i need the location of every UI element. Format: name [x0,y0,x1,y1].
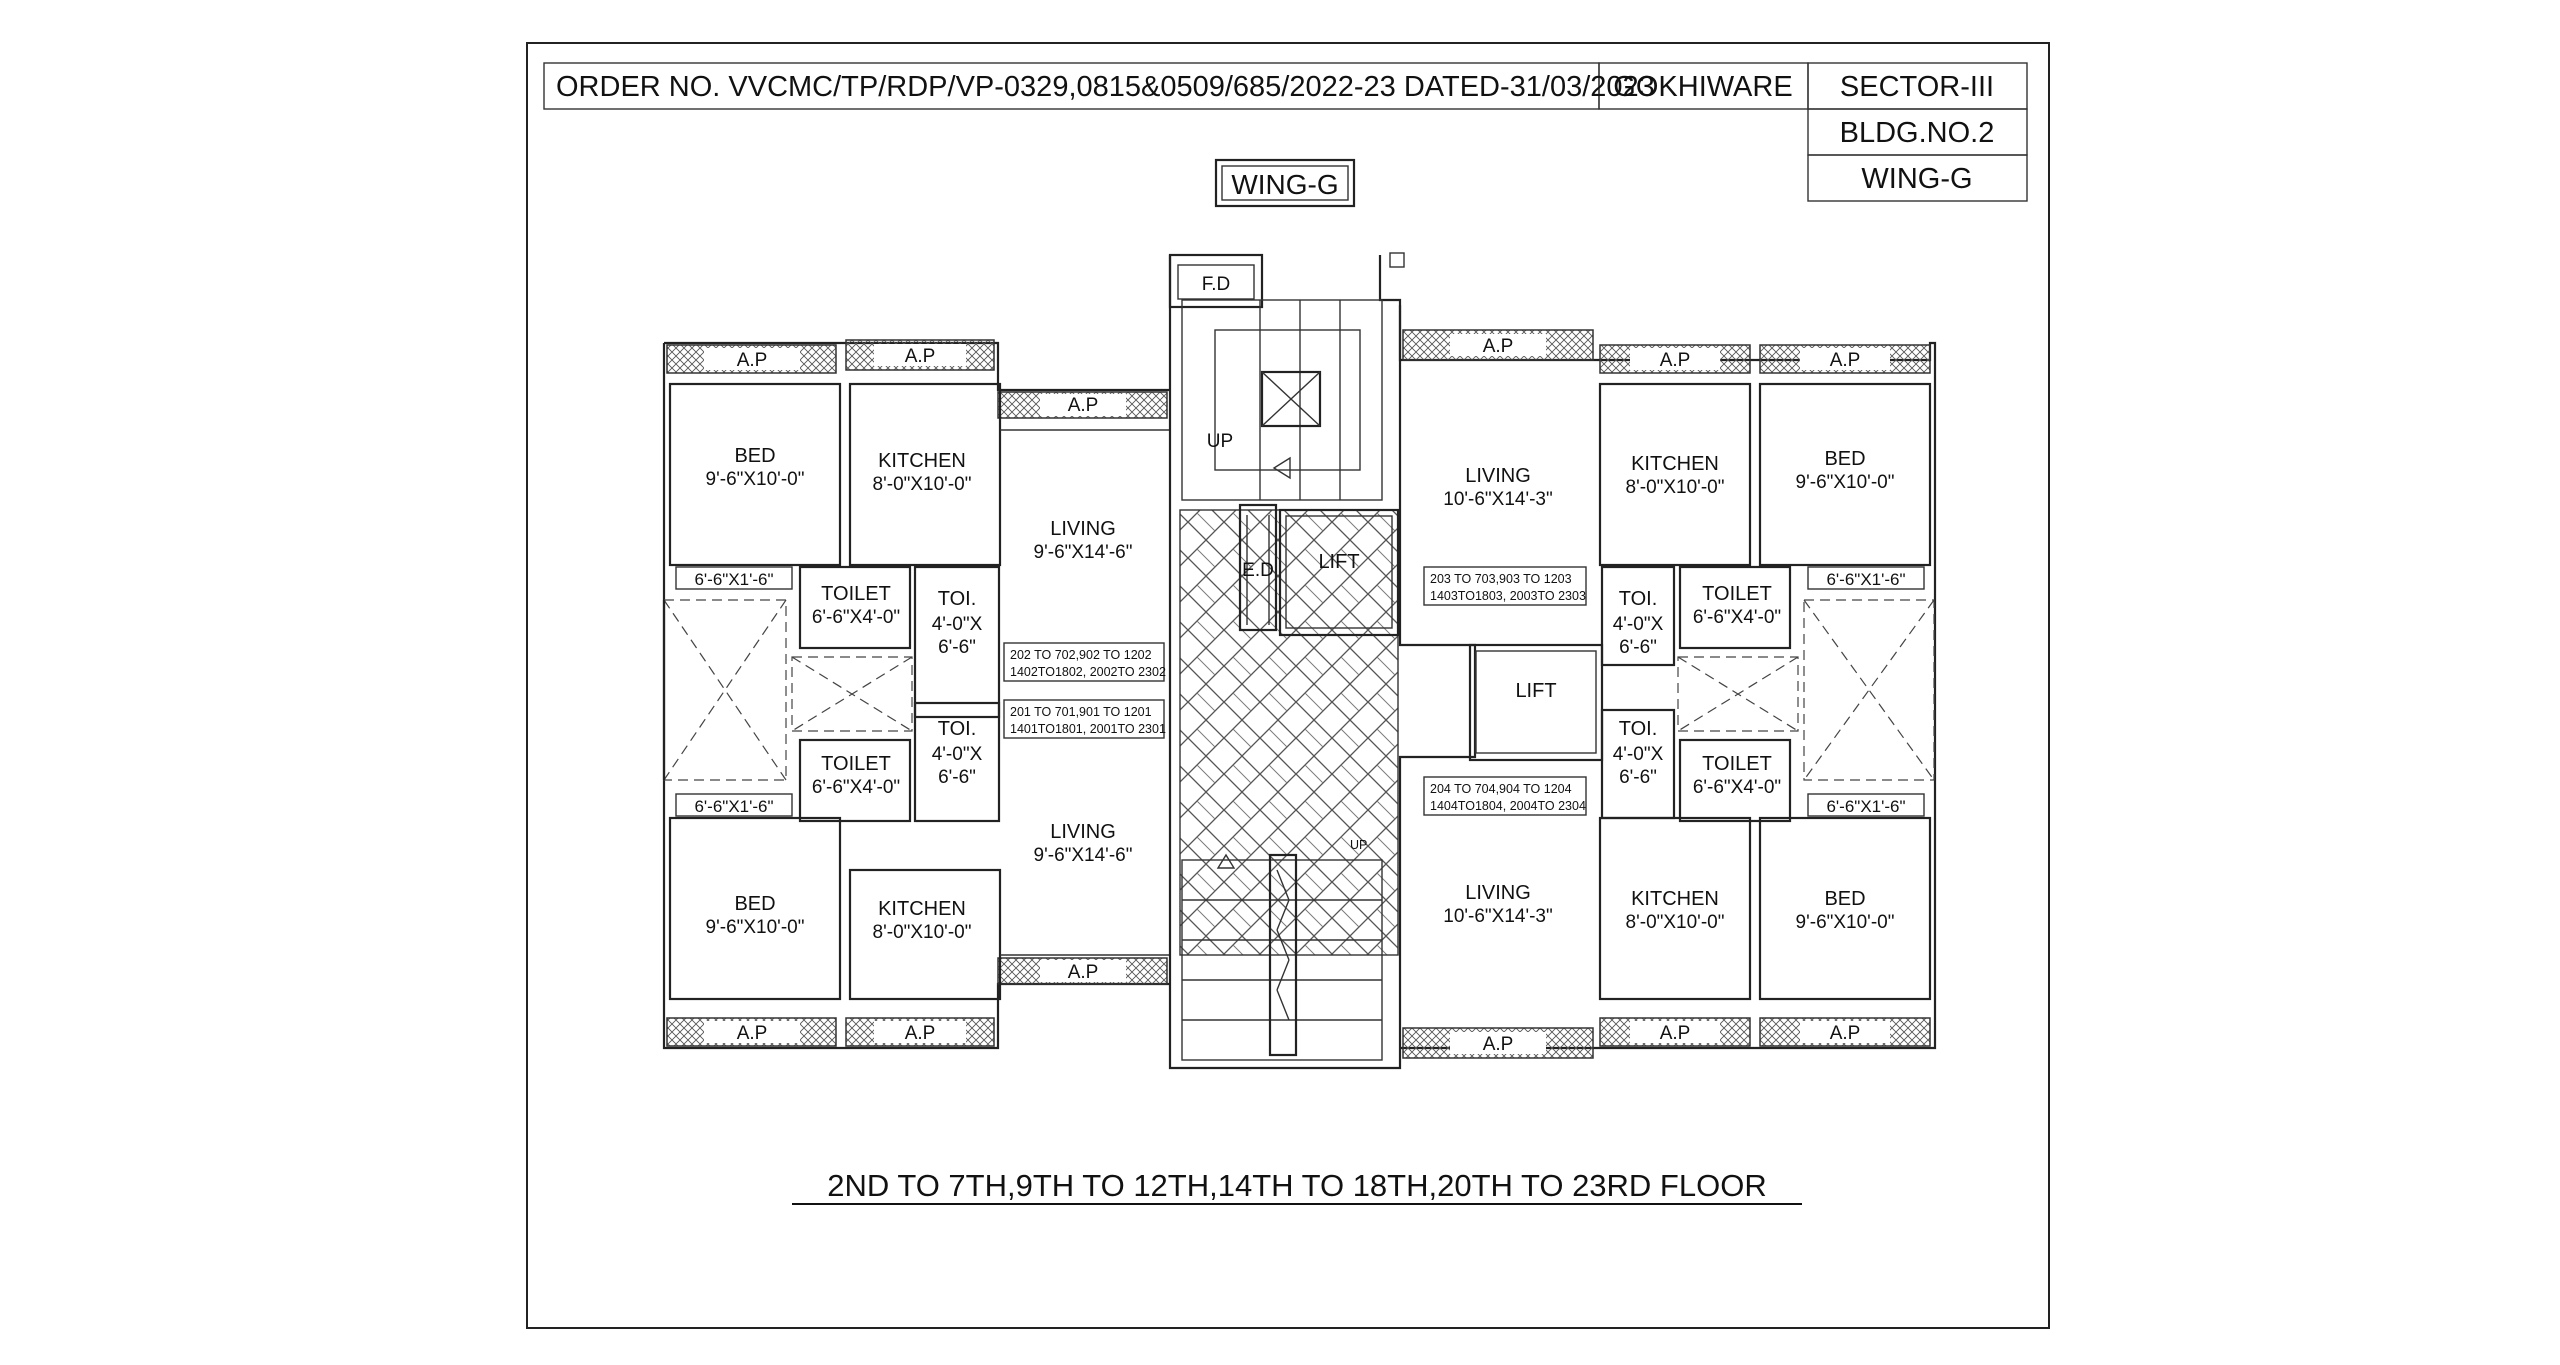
location-name: GOKHIWARE [1613,71,1792,103]
title-block: ORDER NO. VVCMC/TP/RDP/VP-0329,0815&0509… [543,62,2028,202]
plan-label: 9'-6"X10'-0" [706,917,805,938]
plan-label: BED [1824,888,1865,910]
plan-label: 4'-0"X [1613,744,1664,765]
plan-label: 204 TO 704,904 TO 1204 [1430,782,1572,796]
plan-label: 6'-6"X4'-0" [812,777,900,798]
plan-label: 1404TO1804, 2004TO 2304 [1430,799,1586,813]
stair-up-label: UP [1207,431,1233,452]
fire-door-label: F.D [1202,274,1231,295]
plan-label: 9'-6"X10'-0" [706,469,805,490]
plan-label: 1403TO1803, 2003TO 2303 [1430,589,1586,603]
plan-label: 1402TO1802, 2002TO 2302 [1010,665,1166,679]
plan-label: 6'-6" [938,637,976,658]
plan-label: 6'-6"X1'-6" [694,570,773,589]
plan-label: 202 TO 702,902 TO 1202 [1010,648,1152,662]
plan-label: TOILET [1702,583,1772,605]
plan-label: 4'-0"X [932,614,983,635]
plan-label: LIVING [1465,882,1531,904]
right-wing: A.P A.P A.P A.P A.P A.P LIVIN [1398,305,1937,1059]
plan-label: KITCHEN [878,898,966,920]
plan-label: TOI. [1619,588,1658,610]
plan-label: 6'-6" [1619,767,1657,788]
wing-label-block: WING-G [1861,163,1972,195]
plan-label: 8'-0"X10'-0" [873,474,972,495]
plan-label: 8'-0"X10'-0" [873,922,972,943]
plan-label: BED [734,445,775,467]
plan-label: 8'-0"X10'-0" [1626,477,1725,498]
ed-label: E.D [1242,560,1274,581]
order-number: ORDER NO. VVCMC/TP/RDP/VP-0329,0815&0509… [556,71,1655,103]
plan-label: TOILET [821,753,891,775]
plan-label: 4'-0"X [1613,614,1664,635]
ap-label: A.P [905,346,936,367]
ap-label: A.P [1068,962,1099,983]
ap-label: A.P [737,1023,768,1044]
ap-label: A.P [905,1023,936,1044]
plan-label: 6'-6"X1'-6" [694,797,773,816]
plan-label: 6'-6"X1'-6" [1826,797,1905,816]
plan-label: 6'-6" [938,767,976,788]
ap-label: A.P [1660,1023,1691,1044]
ap-label: A.P [1830,1023,1861,1044]
wing-label: WING-G [1214,158,1356,208]
ap-label: A.P [1483,1034,1514,1055]
plan-label: 9'-6"X10'-0" [1796,912,1895,933]
lift-label: LIFT [1318,551,1359,573]
plan-label: 203 TO 703,903 TO 1203 [1430,572,1572,586]
left-wing: A.P A.P A.P A.P A.P A.P [662,339,1169,1050]
sector-label: SECTOR-III [1840,71,1994,103]
plan-label: 201 TO 701,901 TO 1201 [1010,705,1152,719]
ap-label: A.P [1068,395,1099,416]
plan-label: 8'-0"X10'-0" [1626,912,1725,933]
plan-label: 4'-0"X [932,744,983,765]
plan-label: 9'-6"X10'-0" [1796,472,1895,493]
plan-label: KITCHEN [1631,888,1719,910]
plan-label: KITCHEN [878,450,966,472]
stair-up-label: UP [1350,838,1367,852]
plan-label: LIVING [1050,821,1116,843]
ap-label: A.P [1483,336,1514,357]
plan-label: TOI. [1619,718,1658,740]
plan-label: 2ND TO 7TH,9TH TO 12TH,14TH TO 18TH,20TH… [827,1168,1766,1203]
plan-label: LIVING [1050,518,1116,540]
lift-label: LIFT [1515,680,1556,702]
plan-label: 10'-6"X14'-3" [1443,906,1552,927]
building-label: BLDG.NO.2 [1840,117,1995,149]
plan-label: TOI. [938,718,977,740]
plan-label: 10'-6"X14'-3" [1443,489,1552,510]
ap-label: A.P [1830,350,1861,371]
sheet-border [526,42,2050,1329]
core: F.D UP E.D LIFT LIFT UP [1168,252,1604,1070]
plan-label: 6'-6"X4'-0" [812,607,900,628]
plan-label: KITCHEN [1631,453,1719,475]
plan-label: BED [734,893,775,915]
plan-label: WING-G [1231,169,1338,200]
plan-label: 1401TO1801, 2001TO 2301 [1010,722,1166,736]
plan-label: TOILET [1702,753,1772,775]
plan-label: 6'-6"X4'-0" [1693,777,1781,798]
plan-label: 6'-6" [1619,637,1657,658]
plan-label: 9'-6"X14'-6" [1034,845,1133,866]
plan-label: 6'-6"X4'-0" [1693,607,1781,628]
lobby-floor [1179,509,1399,956]
ap-label: A.P [737,350,768,371]
plan-label: TOILET [821,583,891,605]
plan-label: 9'-6"X14'-6" [1034,542,1133,563]
plan-label: BED [1824,448,1865,470]
ap-label: A.P [1660,350,1691,371]
floor-caption: 2ND TO 7TH,9TH TO 12TH,14TH TO 18TH,20TH… [792,1168,1802,1205]
plan-label: 6'-6"X1'-6" [1826,570,1905,589]
plan-label: LIVING [1465,465,1531,487]
plan-label: TOI. [938,588,977,610]
